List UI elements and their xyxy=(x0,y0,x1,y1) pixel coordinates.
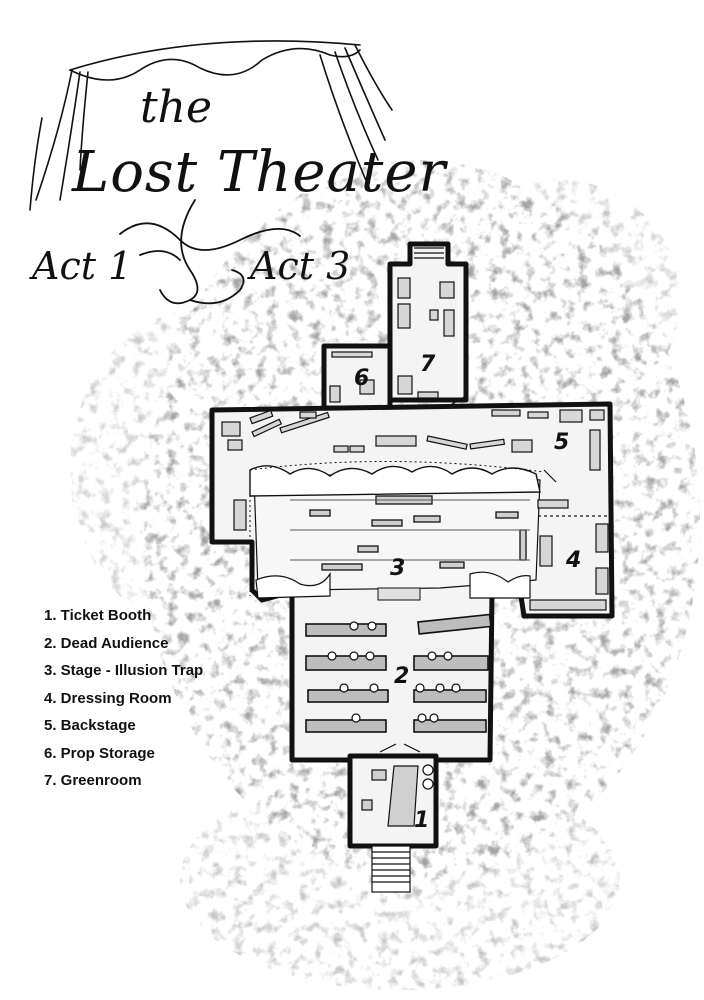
ticket-booth-props xyxy=(361,764,434,827)
legend-item: 2. Dead Audience xyxy=(44,634,169,652)
legend-item: 7. Greenroom xyxy=(44,772,142,789)
dressing-room-furniture xyxy=(529,499,609,611)
backstage-props xyxy=(221,409,605,531)
act-left-label: Act 1 xyxy=(32,244,133,288)
doorways xyxy=(379,395,557,753)
greenroom-stairs xyxy=(414,247,444,259)
legend-item: 3. Stage - Illusion Trap xyxy=(44,662,204,679)
room-number-2: 2 xyxy=(394,664,410,689)
map-title: Lost Theater xyxy=(72,140,447,205)
map-legend: 1. Ticket Booth 2. Dead Audience 3. Stag… xyxy=(44,602,203,795)
curtain-drawing xyxy=(29,40,393,211)
title-small: the xyxy=(140,82,213,133)
title-flourish xyxy=(119,199,301,305)
room-number-5: 5 xyxy=(554,430,570,455)
room-number-7: 7 xyxy=(420,352,436,377)
room-number-1: 1 xyxy=(414,808,430,833)
legend-item: 1. Ticket Booth xyxy=(44,607,152,624)
legend-item: 4. Dressing Room xyxy=(44,689,172,707)
storage-props xyxy=(329,277,455,403)
room-number-4: 4 xyxy=(566,548,582,573)
stage-area xyxy=(249,461,545,601)
room-number-3: 3 xyxy=(390,556,406,581)
entrance-stairs xyxy=(371,845,411,893)
legend-item: 6. Prop Storage xyxy=(44,744,155,762)
room-number-6: 6 xyxy=(354,366,370,391)
act-right-label: Act 3 xyxy=(250,244,351,288)
legend-item: 5. Backstage xyxy=(44,717,136,734)
dead-audience-figures xyxy=(327,621,461,723)
